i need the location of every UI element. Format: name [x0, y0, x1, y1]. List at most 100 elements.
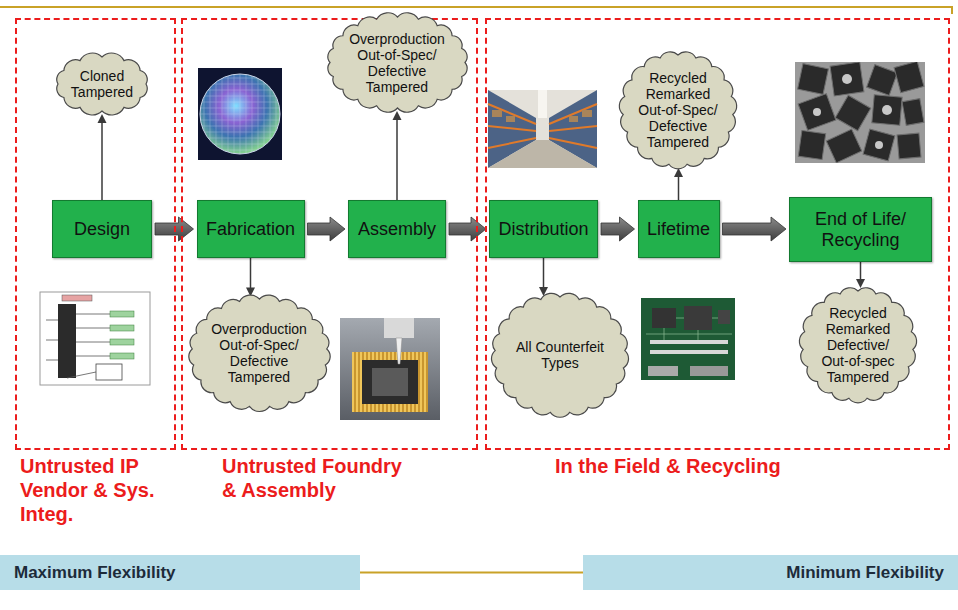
pcb-photo: [648, 366, 678, 376]
trust-region: Untrusted IP Vendor & Sys. Integ.Cloned …: [15, 18, 176, 450]
chip-pile-photo: [795, 61, 925, 163]
flexibility-band: Minimum Flexibility: [583, 555, 958, 590]
chip-pile-photo: [795, 62, 925, 163]
chip-pile-photo: [826, 129, 862, 163]
region-heading: Untrusted Foundry & Assembly: [222, 454, 414, 502]
chip-pile-photo: [897, 133, 921, 159]
chip-pile-photo: [875, 141, 883, 149]
assembly-photo: [396, 338, 402, 364]
cloud-shape: [57, 53, 147, 115]
stage-box: Design: [52, 200, 152, 258]
threat-label: Overproduction Out-of-Spec/ Defective Ta…: [205, 321, 313, 385]
warehouse-photo: [488, 104, 536, 124]
header-rule: [0, 7, 952, 14]
stage-box: Assembly: [348, 200, 446, 258]
threat-cloud: Overproduction Out-of-Spec/ Defective Ta…: [323, 10, 472, 115]
pointer-line: [396, 119, 398, 200]
trust-region: Untrusted Foundry & AssemblyOverproducti…: [181, 18, 478, 450]
stage-label: Fabrication: [206, 219, 295, 240]
pointer-arrow: [856, 262, 865, 288]
warehouse-photo: [538, 90, 547, 118]
cloud-shape: [327, 13, 466, 112]
threat-cloud: Recycled Remarked Out-of-Spec/ Defective…: [616, 48, 740, 172]
pointer-line: [250, 258, 252, 288]
warehouse-photo: [569, 116, 578, 122]
pointer-arrow: [98, 114, 107, 200]
wafer-photo: [200, 74, 280, 154]
assembly-photo: [384, 318, 414, 338]
chip-pile-photo: [894, 62, 924, 93]
assembly-photo: [362, 360, 418, 404]
warehouse-photo: [582, 110, 592, 117]
band-label: Minimum Flexibility: [772, 563, 958, 583]
block-arrow: [449, 217, 486, 241]
chip-pile-photo: [882, 105, 892, 115]
region-heading: In the Field & Recycling: [555, 454, 925, 478]
pcb-photo: [676, 318, 684, 319]
flow-arrow: [308, 217, 346, 241]
schematic-drawing: [76, 314, 110, 315]
assembly-photo: [340, 318, 440, 420]
threat-cloud: All Counterfeit Types: [488, 290, 632, 420]
pcb-photo: [712, 318, 718, 319]
arrow-head: [98, 114, 107, 123]
warehouse-photo: [488, 90, 597, 168]
schematic-drawing: [110, 353, 134, 359]
schematic-drawing: [40, 292, 150, 385]
flexibility-band: Maximum Flexibility: [0, 555, 360, 590]
pcb-photo: [718, 310, 730, 324]
pcb-photo: [664, 328, 665, 340]
schematic-drawing: [40, 292, 150, 385]
cloud-shape: [188, 295, 329, 411]
schematic-drawing: [46, 360, 58, 361]
schematic-drawing: [46, 314, 110, 378]
pointer-arrow: [246, 258, 255, 296]
warehouse-photo: [488, 138, 536, 148]
wafer-photo: [200, 74, 280, 154]
schematic-drawing: [46, 340, 58, 341]
stage-label: Design: [74, 219, 130, 240]
pointer-arrow: [674, 168, 683, 200]
arrow-head: [393, 111, 402, 120]
chip-pile-photo: [798, 130, 825, 159]
wafer-photo: [198, 68, 282, 160]
pointer-line: [860, 262, 862, 280]
cloud-shape: [492, 293, 629, 417]
cloud-shape: [619, 52, 736, 169]
chip-pile-photo: [813, 108, 821, 116]
warehouse-photo: [492, 110, 502, 117]
region-heading: Untrusted IP Vendor & Sys. Integ.: [20, 454, 170, 526]
arrow-head: [856, 279, 865, 288]
pcb-photo: [698, 330, 699, 340]
warehouse-photo: [488, 126, 536, 131]
chip-pile-photo: [798, 62, 924, 163]
threat-label: Overproduction Out-of-Spec/ Defective Ta…: [343, 31, 451, 95]
flow-arrow: [449, 217, 486, 241]
stage-box: Lifetime: [638, 200, 720, 258]
band-label: Maximum Flexibility: [0, 563, 190, 583]
flexibility-rule: [360, 572, 583, 573]
pcb-photo: [690, 366, 728, 376]
warehouse-photo: [549, 104, 597, 124]
flow-arrow: [601, 217, 635, 241]
schematic-drawing: [76, 356, 110, 357]
wafer-photo: [198, 68, 282, 160]
schematic-drawing: [110, 311, 134, 359]
chip-pile-photo: [798, 94, 836, 131]
pcb-photo: [646, 334, 732, 335]
threat-cloud: Recycled Remarked Defective/ Out-of-spec…: [796, 284, 920, 406]
schematic-drawing: [96, 364, 122, 380]
warehouse-photo: [506, 116, 515, 122]
pointer-line: [543, 258, 545, 288]
warehouse-photo: [549, 126, 597, 131]
block-arrow: [601, 217, 635, 241]
chip-pile-photo: [863, 129, 895, 161]
schematic-drawing: [76, 342, 110, 343]
chip-pile-photo: [835, 95, 871, 131]
schematic-drawing: [62, 295, 92, 301]
trust-region: In the Field & RecyclingRecycled Remarke…: [485, 18, 950, 450]
assembly-photo: [372, 368, 408, 396]
schematic-drawing: [110, 339, 134, 345]
stage-label: Distribution: [498, 219, 588, 240]
